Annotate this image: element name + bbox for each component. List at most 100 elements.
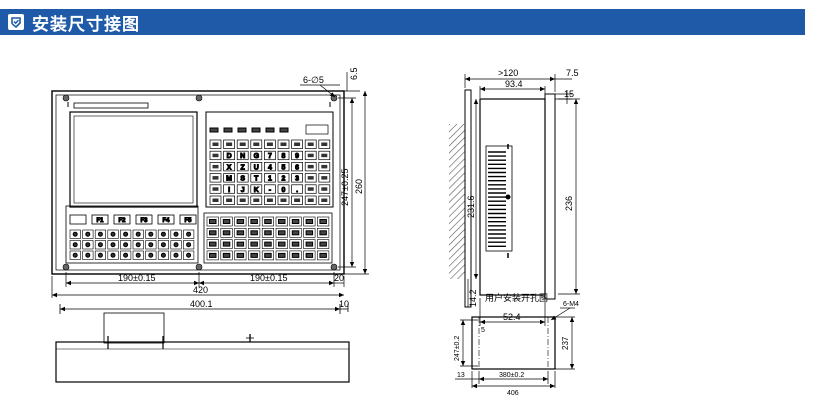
function-key xyxy=(107,240,119,250)
soft-key-label: F4 xyxy=(162,218,170,224)
keypad-key xyxy=(304,150,317,161)
function-key xyxy=(170,229,182,239)
function-key xyxy=(234,250,247,261)
function-key xyxy=(248,228,261,238)
keypad-key xyxy=(236,139,249,149)
keypad-key-label: 4 xyxy=(268,164,272,171)
function-key xyxy=(94,250,106,260)
keypad-key-label: 3 xyxy=(295,176,299,183)
function-key xyxy=(157,250,169,260)
keypad-key xyxy=(209,139,222,149)
function-key xyxy=(145,229,157,239)
function-key xyxy=(183,229,195,239)
soft-key-label: F3 xyxy=(140,218,148,224)
function-key xyxy=(261,216,275,227)
keypad-key-label: J xyxy=(241,187,245,194)
dim-left-span: 190±0.15 xyxy=(118,273,155,283)
keypad-key xyxy=(318,162,331,172)
keypad-key xyxy=(223,195,235,205)
function-key xyxy=(220,228,233,238)
function-key xyxy=(275,228,288,238)
keypad-key: 0 xyxy=(277,184,290,194)
housing-bottom-outline xyxy=(55,341,350,383)
function-key xyxy=(107,250,119,260)
function-key xyxy=(275,216,288,227)
side-dim-bottom-small: 14.2 xyxy=(468,289,478,307)
function-key xyxy=(120,240,132,250)
function-key xyxy=(261,250,275,261)
keypad-key: G xyxy=(250,150,263,161)
keypad-key-label: G xyxy=(254,153,260,160)
keypad-key xyxy=(209,195,222,205)
soft-key-f4: F4 xyxy=(157,214,175,225)
function-key xyxy=(289,239,302,249)
side-dim-inner-height: 231.6 xyxy=(466,195,476,218)
cutout-dim-small: 5 xyxy=(481,327,485,334)
function-key xyxy=(234,239,247,249)
keypad-key: J xyxy=(236,184,249,194)
function-key xyxy=(275,239,288,249)
dim-right-margin: 20 xyxy=(334,273,344,283)
keypad-key xyxy=(250,139,263,149)
keypad-key xyxy=(277,195,290,205)
function-key xyxy=(317,250,330,261)
keypad-key: M xyxy=(223,173,235,183)
bottom-dim-side: 10 xyxy=(339,299,349,309)
function-key xyxy=(82,240,94,250)
keypad-key: 6 xyxy=(291,162,303,172)
function-key xyxy=(206,216,219,227)
keypad-key xyxy=(318,195,331,205)
front-dim-labels: 6-∅5 6.5 247±0.25 260 190±0.15 190±0.15 … xyxy=(118,67,364,295)
side-dim-top-total: >120 xyxy=(498,68,518,78)
keypad-key xyxy=(318,150,331,161)
hole-note: 6-∅5 xyxy=(303,75,324,85)
keypad-key xyxy=(209,162,222,172)
function-key xyxy=(183,250,195,260)
keypad-key-label: Z xyxy=(241,164,246,171)
function-key xyxy=(120,229,132,239)
keypad-key-label: . xyxy=(296,187,298,194)
cutout-dim-margin: 13 xyxy=(457,372,465,379)
keypad-key: 3 xyxy=(291,173,303,183)
dim-top-right: 6.5 xyxy=(349,67,359,80)
cutout-title: 用户安装开孔图 xyxy=(485,292,548,303)
keypad-key: Z xyxy=(236,162,249,172)
function-key xyxy=(317,228,330,238)
function-key xyxy=(261,228,275,238)
front-panel-outline xyxy=(51,90,345,275)
soft-key-f3: F3 xyxy=(135,214,153,225)
soft-key-f2: F2 xyxy=(113,214,131,225)
function-key xyxy=(303,216,316,227)
keypad-key: U xyxy=(250,162,263,172)
keypad-key xyxy=(250,195,263,205)
function-key xyxy=(303,239,316,249)
keypad-key-label: K xyxy=(254,187,259,194)
function-key xyxy=(82,229,94,239)
keypad-key-label: S xyxy=(240,176,245,183)
function-key xyxy=(220,250,233,261)
keypad-key xyxy=(209,150,222,161)
cutout-dim-height: 237 xyxy=(561,336,570,350)
keypad-key: T xyxy=(250,173,263,183)
keypad-key-label: 8 xyxy=(282,153,286,160)
right-keypad xyxy=(205,111,334,208)
function-key xyxy=(183,240,195,250)
function-key xyxy=(303,250,316,261)
keypad-key xyxy=(291,195,303,205)
function-key xyxy=(69,240,81,250)
function-key xyxy=(94,229,106,239)
function-key xyxy=(220,239,233,249)
keypad-key-label: 5 xyxy=(282,164,286,171)
bottom-view xyxy=(55,304,350,383)
keypad-key xyxy=(318,139,331,149)
keypad-key-label: 9 xyxy=(295,153,299,160)
function-key xyxy=(145,250,157,260)
keypad-key-label: I xyxy=(228,187,230,194)
function-key xyxy=(234,228,247,238)
keypad-key: D xyxy=(223,150,235,161)
keypad-key: . xyxy=(291,184,303,194)
cooling-fins xyxy=(488,151,506,248)
